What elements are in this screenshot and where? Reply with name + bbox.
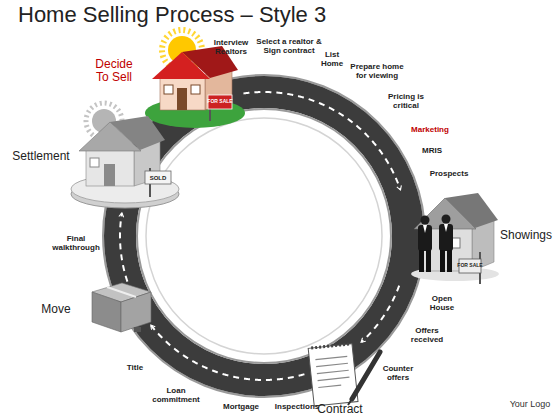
roof-front [152, 52, 210, 79]
process-stage: Decide To Sell [88, 35, 243, 125]
showings-house-illustration [411, 193, 499, 284]
sign-text: FOR SALE [207, 99, 232, 105]
sign-text: SOLD [150, 174, 167, 181]
text-line [316, 363, 348, 366]
person-leg [419, 250, 424, 272]
person-suit [418, 225, 432, 251]
text-line [315, 356, 347, 359]
door [177, 88, 187, 110]
person-head [421, 216, 430, 225]
step-label: Marketing [411, 126, 449, 135]
window [164, 85, 173, 94]
person-leg [447, 250, 452, 272]
box-side [121, 292, 151, 332]
step-label: Loan commitment [150, 387, 202, 405]
text-line [318, 377, 350, 380]
logo-placeholder: Your Logo [510, 400, 551, 410]
process-stage: Settlement [8, 118, 183, 213]
person-head [442, 215, 451, 224]
person-shirt [423, 225, 427, 233]
road-arrow [120, 213, 127, 281]
settlement-house-illustration [71, 103, 179, 208]
roof-front [79, 122, 141, 151]
road-arrow [361, 286, 399, 342]
window [191, 85, 200, 94]
sold-sign [145, 171, 171, 184]
step-label: Counter offers [378, 365, 418, 383]
person-leg [440, 250, 445, 272]
binder-rings [311, 344, 349, 348]
process-stage: Showings [398, 190, 555, 285]
house-front [86, 148, 134, 186]
stage-label: Settlement [8, 150, 74, 163]
person-suit [439, 224, 453, 251]
step-label: Prepare home for viewing [346, 63, 408, 81]
house-front [160, 75, 205, 110]
sign-text: FOR SALE [457, 263, 482, 269]
person-shirt [444, 224, 448, 232]
step-label: Prospects [430, 170, 469, 179]
road-inner-edge [137, 109, 391, 363]
step-label: MRIS [422, 147, 442, 156]
person-leg [426, 250, 431, 272]
step-label: Final walkthrough [48, 235, 104, 253]
step-label: List Home [317, 51, 347, 69]
step-label: Open House [425, 295, 459, 313]
step-label: Pricing is critical [382, 93, 430, 111]
stage-label: Contract [310, 403, 370, 416]
road-arrow [151, 325, 304, 380]
box-tape [107, 287, 136, 297]
stage-label: Decide To Sell [88, 58, 140, 85]
step-label: Offers received [407, 327, 447, 345]
inner-ring [146, 118, 382, 354]
step-label: Interview Realtors [206, 39, 256, 57]
process-stage: Move [36, 282, 151, 337]
stage-label: Move [36, 303, 76, 316]
stage-label: Showings [497, 229, 555, 242]
window [90, 158, 99, 167]
door [104, 164, 115, 186]
text-line [318, 385, 341, 387]
diagram-title: Home Selling Process – Style 3 [18, 2, 326, 28]
step-label: Title [127, 364, 143, 373]
box-front [92, 292, 121, 332]
pen [352, 352, 380, 399]
road-outer-edge [103, 75, 425, 397]
step-label: Select a realtor & Sign contract [256, 38, 322, 56]
sale-sign [208, 95, 232, 109]
contract-illustration [308, 344, 380, 406]
process-stage: Contract [305, 342, 385, 420]
road-surface [120, 92, 408, 380]
step-label: Inspections [275, 403, 319, 412]
box-handle [134, 327, 141, 332]
step-label: Mortgage [223, 403, 259, 412]
text-line [317, 370, 349, 373]
road-arrow [243, 92, 400, 189]
moving-box-illustration [92, 283, 151, 332]
